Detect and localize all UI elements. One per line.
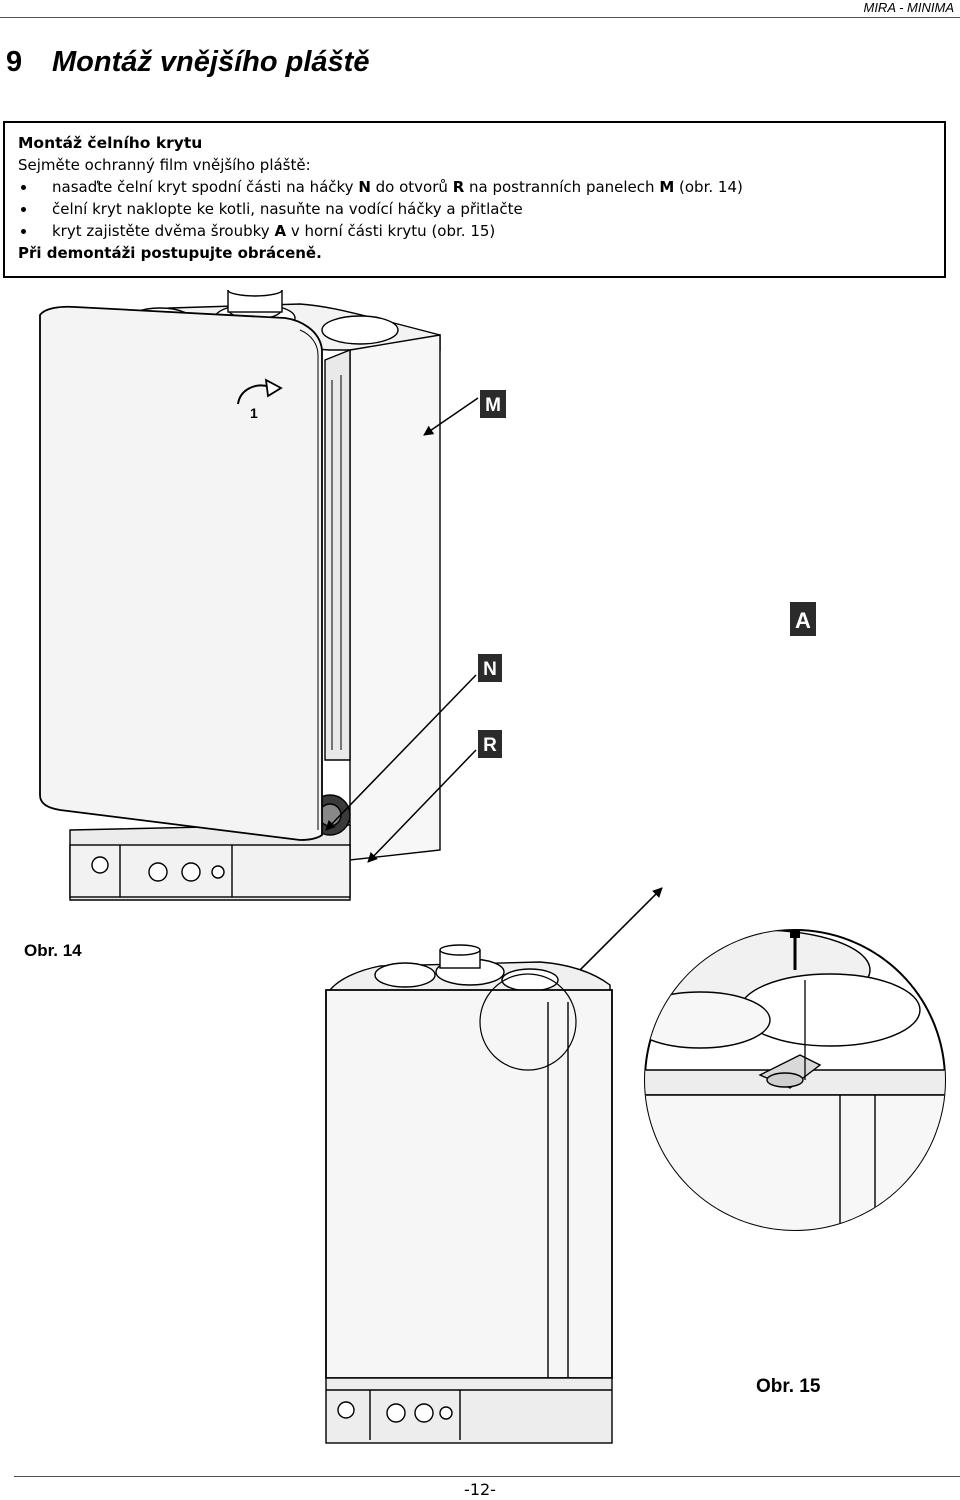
callout-m-label: M <box>485 395 501 416</box>
section-title-text: Montáž vnějšího pláště <box>52 46 370 78</box>
page-number: -12- <box>464 1480 496 1499</box>
detail-zoom <box>644 929 946 1231</box>
bullet1-ref-m: M <box>659 178 675 196</box>
bullet1-ref-r: R <box>452 178 465 196</box>
list-item: kryt zajistěte dvěma šroubky A v horní č… <box>18 220 931 242</box>
footer-rule <box>14 1476 960 1477</box>
header-brand: MIRA - MINIMA <box>863 0 954 15</box>
bullet1-ref-n: N <box>358 178 371 196</box>
boiler-fig15 <box>325 944 613 1444</box>
section-number: 9 <box>6 46 23 78</box>
reverse-note: Při demontáži postupujte obráceně. <box>18 244 322 262</box>
callout-n-label: N <box>483 659 497 680</box>
callout-r: R <box>478 730 502 758</box>
bullet1-text-e: na postranních panelech <box>464 178 660 196</box>
callout-m: M <box>480 390 506 418</box>
bullet3-text-a: kryt zajistěte dvěma šroubky <box>52 222 275 240</box>
instruction-box: Montáž čelního krytu Sejměte ochranný fi… <box>3 121 946 278</box>
fig14-label: Obr. 14 <box>24 941 82 960</box>
bullet1-text-g: (obr. 14) <box>674 178 743 196</box>
bullet1-text-c: do otvorů <box>370 178 453 196</box>
section-title: 9 Montáž vnějšího pláště <box>6 46 369 79</box>
boiler-fig14 <box>39 290 479 901</box>
callout-n: N <box>478 654 502 682</box>
box-title: Montáž čelního krytu <box>18 134 203 152</box>
callout-a: A <box>790 602 816 636</box>
bullet2-text: čelní kryt naklopte ke kotli, nasuňte na… <box>52 200 523 218</box>
list-item: čelní kryt naklopte ke kotli, nasuňte na… <box>18 198 931 220</box>
callout-r-label: R <box>483 735 497 756</box>
bullet3-text-c: v horní části krytu (obr. 15) <box>286 222 496 240</box>
step-number: 1 <box>250 405 258 421</box>
assembly-figure: 1 M N R Obr. 14 A <box>24 290 946 1444</box>
fig15-label: Obr. 15 <box>756 1376 821 1397</box>
header-rule <box>0 17 960 18</box>
bullet1-text-a: nasaďte čelní kryt spodní části na háčky <box>52 178 359 196</box>
box-intro: Sejměte ochranný film vnějšího pláště: <box>18 156 311 174</box>
callout-a-label: A <box>795 608 811 633</box>
instruction-list: nasaďte čelní kryt spodní části na háčky… <box>18 176 931 242</box>
bullet3-ref-a: A <box>274 222 287 240</box>
list-item: nasaďte čelní kryt spodní části na háčky… <box>18 176 931 198</box>
